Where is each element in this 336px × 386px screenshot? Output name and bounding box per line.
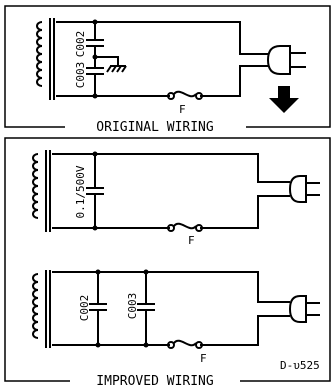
original-fuse-terminal-left xyxy=(167,92,175,100)
original-cap1-label: C002 xyxy=(74,31,87,58)
improved-lower-plug-body xyxy=(288,295,307,323)
improved-upper-plug-body xyxy=(288,175,307,203)
original-ground-hatch-2 xyxy=(111,65,117,73)
original-frame xyxy=(4,5,331,128)
original-fuse-element xyxy=(173,90,197,98)
improved-lower-junction-4 xyxy=(143,342,149,348)
improved-cap2-label: C003 xyxy=(126,293,139,320)
original-junction-3 xyxy=(92,93,98,99)
original-bottom-wire-right xyxy=(200,65,268,97)
original-coil xyxy=(36,21,43,87)
improved-lower-fuse-label: F xyxy=(200,352,207,365)
improved-upper-coil xyxy=(32,153,39,219)
improved-upper-bottom-wire-right xyxy=(200,195,290,229)
improved-panel: IMPROVED WIRING 0.1/500V F xyxy=(4,137,331,386)
improved-upper-fuse-element xyxy=(173,222,197,230)
original-cap2-label: C003 xyxy=(74,62,87,89)
improved-title: IMPROVED WIRING xyxy=(96,374,214,386)
original-top-wire xyxy=(56,21,268,55)
original-title: ORIGINAL WIRING xyxy=(96,120,214,135)
improved-frame xyxy=(4,137,331,382)
improved-lower-fuse-terminal-left xyxy=(167,341,175,349)
original-ground-hatch-4 xyxy=(121,65,127,73)
improved-lower-fuse-element xyxy=(173,339,197,347)
improved-upper-junction-2 xyxy=(92,225,98,231)
original-fuse-terminal-right xyxy=(195,92,203,100)
improved-lower-junction-1 xyxy=(95,269,101,275)
improved-lower-coil xyxy=(32,273,39,339)
improved-lower-junction-2 xyxy=(95,342,101,348)
improved-lower-junction-3 xyxy=(143,269,149,275)
drawing-code: D-υ525 xyxy=(280,359,320,372)
improved-cap-value-label: 0.1/500V xyxy=(74,165,87,218)
original-ground-wire xyxy=(95,56,119,66)
arrow-down-icon xyxy=(269,86,299,113)
original-ground-hatch-3 xyxy=(116,65,122,73)
original-panel: ORIGINAL WIRING C002 C003 xyxy=(4,5,331,135)
original-fuse-label: F xyxy=(179,103,186,116)
improved-upper-fuse-terminal-left xyxy=(167,224,175,232)
improved-lower-bottom-wire-right xyxy=(200,315,290,346)
original-plug-body xyxy=(266,45,291,75)
improved-upper-fuse-terminal-right xyxy=(195,224,203,232)
original-ground-hatch-1 xyxy=(106,65,112,73)
improved-upper-top-wire xyxy=(52,153,290,183)
original-junction-1 xyxy=(92,19,98,25)
improved-lower-fuse-terminal-right xyxy=(195,341,203,349)
improved-cap1-label: C002 xyxy=(78,295,91,322)
improved-upper-junction-1 xyxy=(92,151,98,157)
improved-lower-top-wire xyxy=(52,271,290,303)
improved-upper-fuse-label: F xyxy=(188,234,195,247)
